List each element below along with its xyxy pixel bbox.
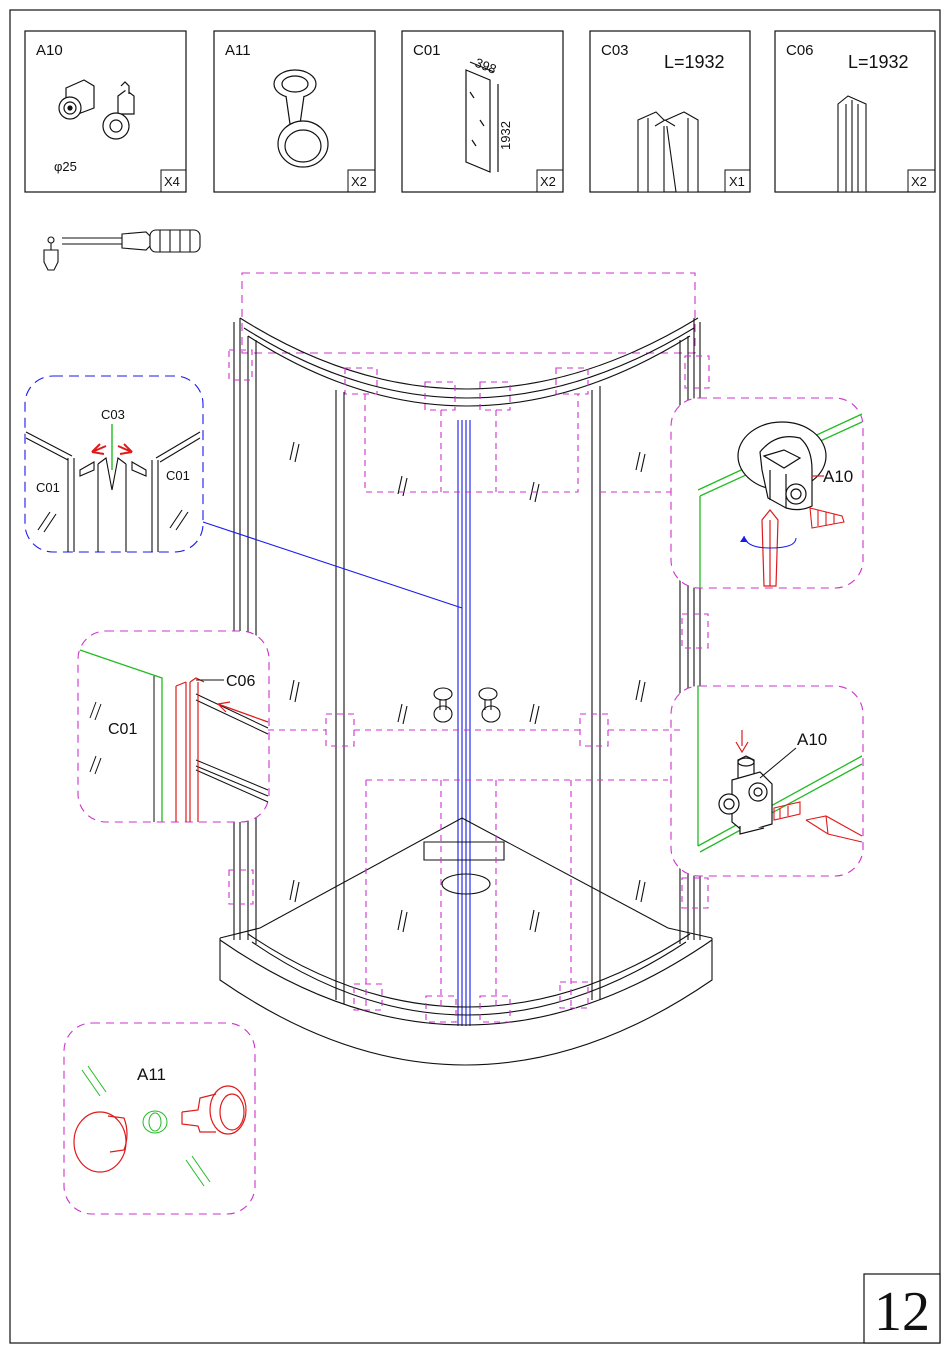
panel-height-dimension: 1932 [498,121,513,150]
part-code-label: A11 [225,42,251,59]
part-qty-label: X2 [911,174,927,189]
seal-profile-icon [838,96,866,192]
joint-center-label: C03 [101,407,125,422]
part-diameter-note: φ25 [54,159,77,174]
callout-leader-line [203,522,462,608]
page-number: 12 [874,1281,930,1343]
callout-handle-detail: A11 [64,1023,255,1214]
knob-icon [274,70,328,167]
page-number-box: 12 [864,1274,940,1343]
panel-width-dimension: 398 [473,55,499,77]
part-box-a11: A11 X2 [214,31,375,192]
callout-seal-detail: C06 C01 [78,631,300,822]
joint-left-label: C01 [36,480,60,495]
roller-top-label: A10 [823,467,853,486]
seal-panel-label: C01 [108,721,137,738]
top-guide-box [242,273,695,353]
part-length-label: L=1932 [664,52,725,72]
door-knob-left [434,688,452,722]
part-qty-label: X1 [729,174,745,189]
roller-bottom-label: A10 [797,730,827,749]
roller-icon [59,80,134,139]
part-box-c06: C06 L=1932 X2 [775,31,935,192]
door-knob-right [479,688,500,722]
part-code-label: C03 [601,42,629,59]
joint-right-label: C01 [166,468,190,483]
part-box-a10: A10 X4 φ25 [25,31,186,192]
glass-panel-icon [466,62,498,172]
handle-label: A11 [137,1065,166,1084]
part-code-label: C06 [786,42,814,59]
part-code-label: A10 [36,42,63,59]
part-box-c01: C01 X2 398 1932 [402,31,563,192]
screwdriver-icon [44,230,200,270]
callout-roller-top: A10 [600,398,863,588]
part-box-c03: C03 L=1932 X1 [590,31,750,192]
part-length-label: L=1932 [848,52,909,72]
seal-profile-label: C06 [226,673,255,690]
part-code-label: C01 [413,42,441,59]
part-qty-label: X2 [540,174,556,189]
part-qty-label: X4 [164,174,180,189]
shower-enclosure [220,273,712,1065]
part-qty-label: X2 [351,174,367,189]
corner-profile-icon [638,112,698,192]
roller-guide-boxes [229,350,709,1022]
callout-roller-bottom: A10 [608,686,863,876]
callout-joint-detail: C03 C01 C01 [25,376,462,608]
